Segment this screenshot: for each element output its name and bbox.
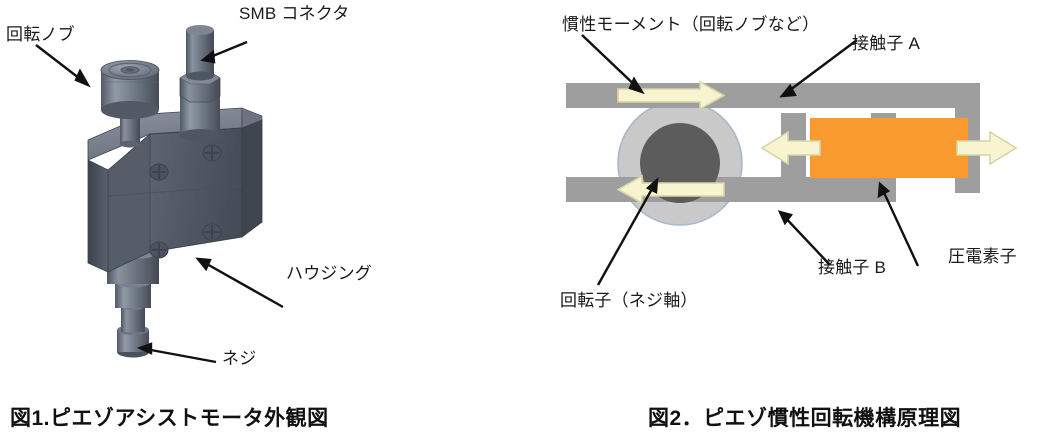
screw-arrow-head xyxy=(136,342,153,355)
rotor-arrow-head xyxy=(645,177,659,194)
knob-arrow-head xyxy=(74,68,91,88)
label-contact-a: 接触子 A xyxy=(852,34,921,53)
label-inertia-moment: 慣性モーメント（回転ノブなど） xyxy=(562,15,820,34)
screw-leader-line xyxy=(139,346,217,364)
smb-connector xyxy=(179,25,221,141)
contact-a-leader-line xyxy=(781,39,858,97)
figure-1-panel: 回転ノブ SMB コネクタ ハウジング ネジ 図1.ピエゾアシストモータ外観図 xyxy=(6,4,372,430)
housing-arrow-head xyxy=(195,257,212,272)
label-screw: ネジ xyxy=(222,349,257,368)
rotation-knob xyxy=(100,60,160,148)
piezo-leader-line xyxy=(878,183,920,267)
figure-1-caption: 図1.ピエゾアシストモータ外観図 xyxy=(10,407,329,430)
housing-screws xyxy=(149,144,222,259)
connector-arrow-head xyxy=(200,49,216,64)
figure-2-panel: 慣性モーメント（回転ノブなど） 接触子 A 接触子 B 圧電素子 回転子（ネジ軸… xyxy=(520,0,1040,440)
contact-b-arrow-head xyxy=(777,210,794,226)
piezo-arrow-head xyxy=(877,181,891,199)
figure-2-caption: 図2．ピエゾ慣性回転機構原理図 xyxy=(648,407,962,430)
label-contact-b: 接触子 B xyxy=(818,258,887,277)
label-rotation-knob: 回転ノブ xyxy=(6,25,75,44)
piezo-arrow-right xyxy=(956,130,1018,166)
housing-leader-line xyxy=(197,257,284,309)
piezo-mechanism-schematic xyxy=(566,34,1018,286)
inertia-arrow-head xyxy=(628,76,645,95)
housing-body xyxy=(87,107,263,273)
contact-b-leader-line xyxy=(779,211,831,266)
label-rotor: 回転子（ネジ軸） xyxy=(560,291,698,310)
piezo-element-block xyxy=(810,118,968,178)
label-piezo-element: 圧電素子 xyxy=(948,247,1017,266)
piezo-arrow-left xyxy=(760,130,821,166)
top-arrow-right xyxy=(617,80,726,111)
contact-a-arrow-head xyxy=(779,83,797,98)
label-smb-connector: SMB コネクタ xyxy=(239,4,350,23)
rotor-leader-line xyxy=(596,179,659,286)
label-housing: ハウジング xyxy=(286,264,372,283)
piezo-motor-illustration xyxy=(87,25,263,358)
bottom-arrow-left xyxy=(616,174,725,205)
figure-1-callouts xyxy=(35,40,284,364)
